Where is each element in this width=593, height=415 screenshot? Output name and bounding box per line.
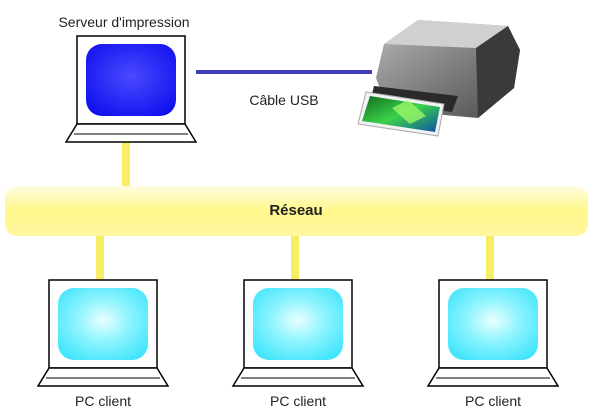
- computer-icon: [36, 279, 170, 387]
- network-bar: [5, 186, 588, 236]
- printer-icon: [357, 20, 520, 137]
- server-label: Serveur d'impression: [58, 14, 190, 30]
- computer-icon: [64, 35, 198, 143]
- client2-network-connector: [291, 236, 299, 280]
- computer-icon: [231, 279, 365, 387]
- network-label: Réseau: [269, 202, 323, 219]
- server-network-connector: [122, 142, 130, 186]
- computer-icon: [426, 279, 560, 387]
- client-label: PC client: [74, 393, 132, 409]
- usb-cable-label: Câble USB: [249, 92, 319, 108]
- client-label: PC client: [269, 393, 327, 409]
- client-label: PC client: [464, 393, 522, 409]
- client3-network-connector: [486, 236, 494, 280]
- client1-network-connector: [96, 236, 104, 280]
